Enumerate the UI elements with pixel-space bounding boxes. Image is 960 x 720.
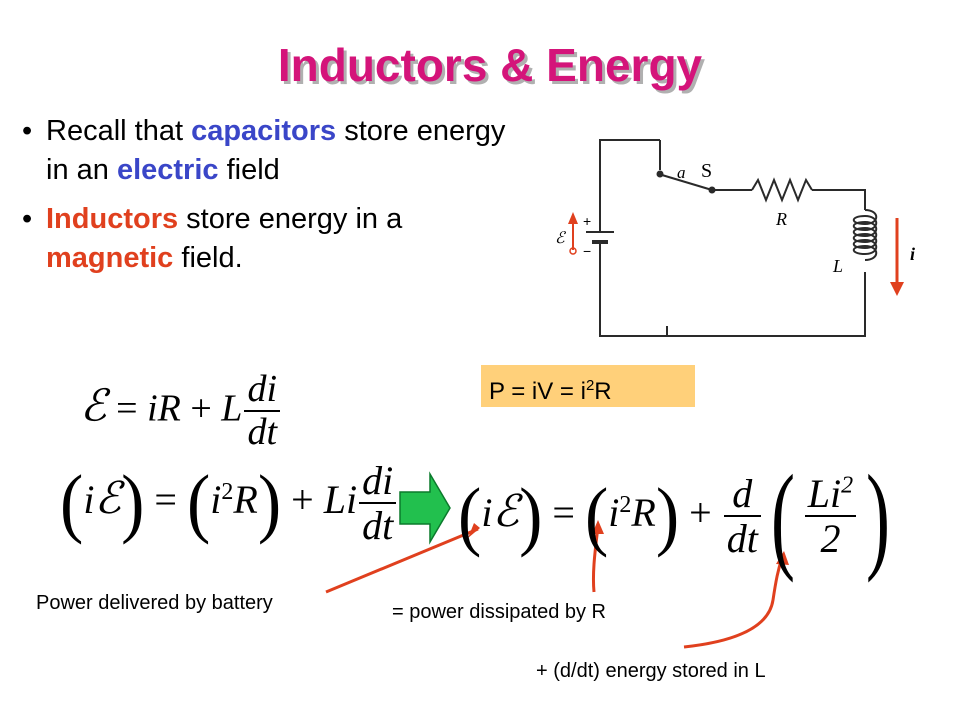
- label-minus: −: [583, 243, 592, 259]
- eq3-i2: i: [608, 490, 620, 536]
- label-a: a: [677, 163, 686, 182]
- eq1-den: dt: [247, 410, 277, 453]
- eq3-two: 2: [820, 516, 841, 561]
- bullet-list: • Recall that capacitors store energy in…: [22, 112, 522, 288]
- implies-arrow: [399, 471, 451, 545]
- eq2-paren: ): [257, 461, 282, 546]
- bullet-text: field: [218, 154, 280, 186]
- eq1-num: di: [244, 369, 280, 412]
- eq3-emf: ℰ: [492, 487, 520, 537]
- eq3-equals: =: [542, 490, 585, 536]
- eq3-paren: (: [458, 474, 482, 559]
- bullet-inductors: • Inductors store energy in a magnetic f…: [22, 200, 522, 278]
- eq2-plus: +: [281, 477, 324, 523]
- bullet-text: field.: [173, 242, 243, 274]
- eq1-equals: =: [106, 387, 148, 430]
- eq3-paren: ): [519, 474, 543, 559]
- eq2-num: di: [359, 460, 397, 504]
- label-r: R: [776, 209, 787, 229]
- eq2-equals: =: [144, 477, 187, 523]
- label-emf: ℰ: [555, 230, 565, 247]
- eq2-li: Li: [323, 477, 358, 523]
- bullet-text: store energy in an: [46, 115, 506, 186]
- pointer-battery: [325, 527, 479, 594]
- bullet-text: Recall that: [46, 115, 192, 147]
- eq3-bigparen: (: [770, 450, 795, 583]
- eq1-plus: +: [180, 387, 222, 430]
- label-s: S: [701, 160, 713, 182]
- label-plus: +: [583, 213, 592, 229]
- switch-terminal-dot: [656, 170, 664, 178]
- eq2-sup: 2: [221, 478, 234, 505]
- switch-pivot-dot: [708, 186, 716, 194]
- eq3-li-term: Li2: [804, 471, 857, 517]
- label-current-i: i: [910, 244, 916, 264]
- pointer-inductor: [683, 557, 784, 649]
- highlight-capacitors: capacitors: [191, 115, 337, 147]
- power-sup: 2: [585, 377, 595, 394]
- eq3-paren: ): [655, 474, 680, 559]
- eq3-i: i: [481, 490, 493, 536]
- eq3-r: R: [631, 490, 656, 536]
- eq2-den: dt: [362, 503, 394, 548]
- bullet-text: store energy in a: [178, 203, 403, 235]
- eq2-paren: ): [121, 461, 145, 546]
- bullet-dot: •: [22, 115, 33, 147]
- power-text: P = iV = i: [489, 378, 586, 405]
- label-l: L: [833, 256, 844, 276]
- highlight-electric: electric: [116, 154, 219, 186]
- eq1-ir: iR: [147, 387, 181, 430]
- eq3-paren: (: [584, 474, 609, 559]
- eq2-i2: i: [210, 477, 222, 523]
- eq2-paren: (: [60, 461, 84, 546]
- eq2-paren: (: [186, 461, 211, 546]
- eq3-d: d: [723, 473, 761, 517]
- eq1-l: L: [221, 387, 243, 430]
- power-formula-box: P = iV = i2R: [481, 365, 695, 407]
- eq3-sup: 2: [619, 491, 632, 518]
- label-energy-inductor: + (d/dt) energy stored in L: [536, 660, 766, 682]
- eq3-plus: +: [679, 490, 722, 536]
- eq1-emf: ℰ: [80, 381, 107, 431]
- label-power-battery: Power delivered by battery: [36, 592, 273, 614]
- eq3-dt: dt: [726, 516, 758, 561]
- eq2-r: R: [233, 477, 258, 523]
- eq3-sup2: 2: [841, 472, 854, 499]
- eq3-li: Li: [807, 471, 842, 516]
- label-power-resistor: = power dissipated by R: [392, 601, 607, 623]
- bullet-capacitors: • Recall that capacitors store energy in…: [22, 112, 522, 190]
- slide-title: Inductors & Energy: [277, 39, 703, 91]
- highlight-magnetic: magnetic: [46, 242, 174, 274]
- power-text-r: R: [594, 378, 612, 405]
- eq2-emf: ℰ: [94, 474, 122, 524]
- eq3-bigparen: ): [866, 450, 891, 583]
- bullet-dot: •: [22, 203, 33, 235]
- highlight-inductors: Inductors: [46, 203, 179, 235]
- eq2-i: i: [83, 477, 95, 523]
